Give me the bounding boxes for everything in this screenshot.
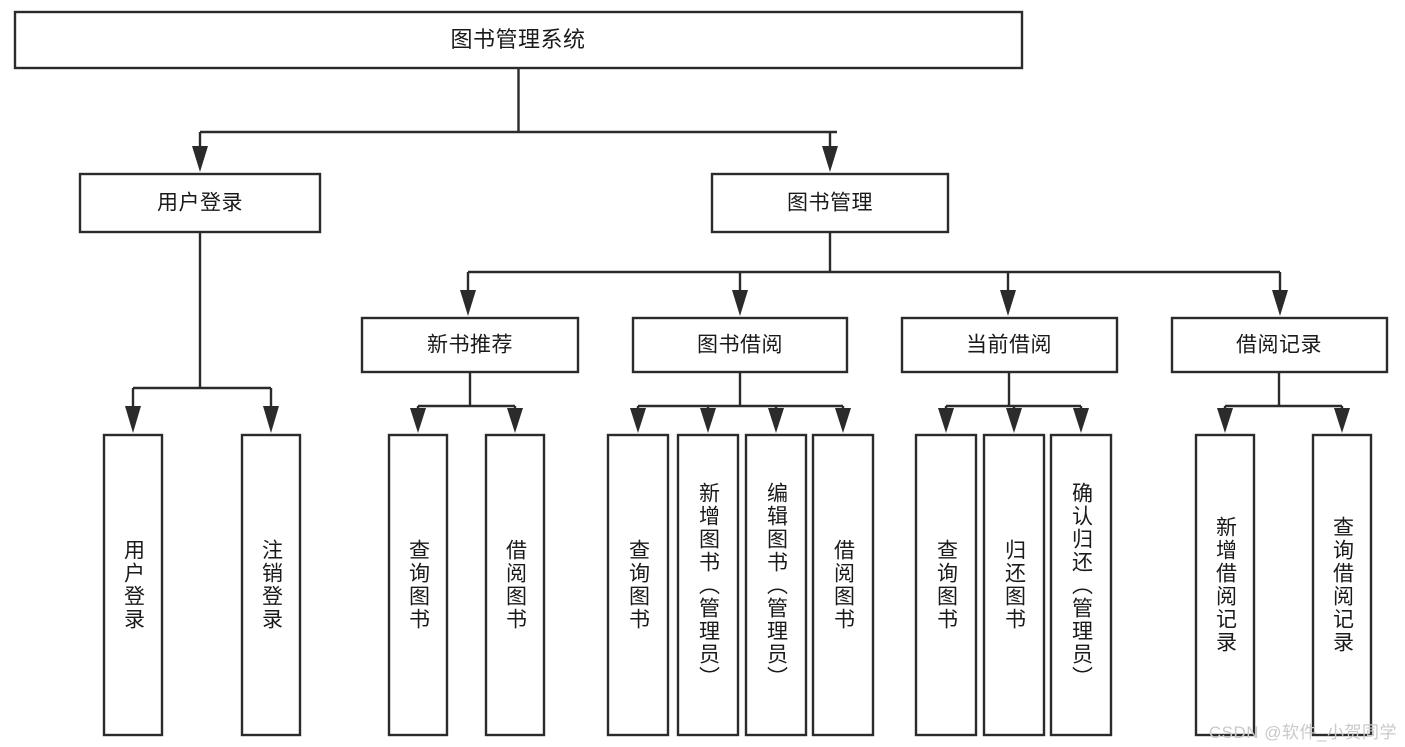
node-new-book-recommend-rect[interactable] — [360, 316, 580, 374]
node-leaf-query-book-b-rect[interactable] — [606, 433, 670, 737]
arrow-head-leaf-confirm-return — [1073, 408, 1089, 433]
node-leaf-return-book-rect[interactable] — [982, 433, 1046, 737]
node-leaf-user-login-rect[interactable] — [102, 433, 164, 737]
node-book-borrow-label: 图书借阅 — [697, 334, 783, 357]
node-current-borrow-rect[interactable] — [900, 316, 1119, 374]
node-leaf-add-book-rect[interactable] — [676, 433, 740, 737]
arrow-head-leaf-logout-login — [263, 406, 279, 433]
node-new-book-recommend-label: 新书推荐 — [427, 334, 513, 357]
node-current-borrow-label: 当前借阅 — [966, 334, 1052, 357]
node-layer: 图书管理系统 用户登录 图书管理 新书推荐 图书借阅 当前 — [13, 10, 1389, 737]
arrow-head-leaf-borrow-book-b — [835, 408, 851, 433]
node-book-manage-rect[interactable] — [710, 172, 950, 234]
node-leaf-borrow-book-b-rect[interactable] — [811, 433, 875, 737]
arrow-head-user-login — [192, 146, 208, 172]
node-borrow-record-label: 借阅记录 — [1236, 334, 1322, 357]
arrow-head-leaf-add-book — [700, 408, 716, 433]
arrow-head-current-borrow — [1000, 290, 1016, 316]
node-leaf-logout-login-rect[interactable] — [240, 433, 302, 737]
node-leaf-query-record-rect[interactable] — [1311, 433, 1373, 737]
node-book-manage[interactable]: 图书管理 — [710, 172, 950, 234]
node-borrow-record[interactable]: 借阅记录 — [1170, 316, 1389, 374]
csdn-watermark: CSDN @软件_小贺同学 — [1208, 723, 1397, 742]
node-book-borrow[interactable]: 图书借阅 — [631, 316, 849, 374]
node-leaf-confirm-return-rect[interactable] — [1049, 433, 1113, 737]
node-leaf-borrow-book-a-rect[interactable] — [484, 433, 546, 737]
arrow-head-leaf-query-book-a — [410, 408, 426, 433]
node-new-book-recommend[interactable]: 新书推荐 — [360, 316, 580, 374]
node-borrow-record-rect[interactable] — [1170, 316, 1389, 374]
node-book-borrow-rect[interactable] — [631, 316, 849, 374]
arrow-head-book-manage — [822, 146, 838, 172]
arrow-head-leaf-query-record — [1334, 408, 1350, 433]
node-user-login-label: 用户登录 — [157, 192, 243, 215]
arrow-head-leaf-edit-book — [768, 408, 784, 433]
arrow-head-leaf-query-book-c — [938, 408, 954, 433]
node-current-borrow[interactable]: 当前借阅 — [900, 316, 1119, 374]
node-user-login[interactable]: 用户登录 — [78, 172, 322, 234]
arrow-head-leaf-query-book-b — [630, 408, 646, 433]
node-root-rect[interactable] — [13, 10, 1024, 70]
arrow-head-leaf-return-book — [1006, 408, 1022, 433]
node-leaf-query-book-a-rect[interactable] — [387, 433, 449, 737]
arrow-head-new-book-recommend — [460, 290, 476, 316]
node-leaf-add-record-rect[interactable] — [1194, 433, 1256, 737]
node-book-manage-label: 图书管理 — [787, 192, 873, 215]
node-root[interactable]: 图书管理系统 — [13, 10, 1024, 70]
arrow-head-borrow-record — [1272, 290, 1288, 316]
connector-layer — [125, 68, 1350, 433]
node-root-label: 图书管理系统 — [450, 27, 585, 52]
arrow-head-book-borrow — [732, 290, 748, 316]
arrow-head-leaf-borrow-book-a — [507, 408, 523, 433]
node-user-login-rect[interactable] — [78, 172, 322, 234]
node-leaf-query-book-c-rect[interactable] — [914, 433, 978, 737]
node-leaf-edit-book-rect[interactable] — [744, 433, 808, 737]
arrow-head-leaf-add-record — [1217, 408, 1233, 433]
arrow-head-leaf-user-login — [125, 406, 141, 433]
